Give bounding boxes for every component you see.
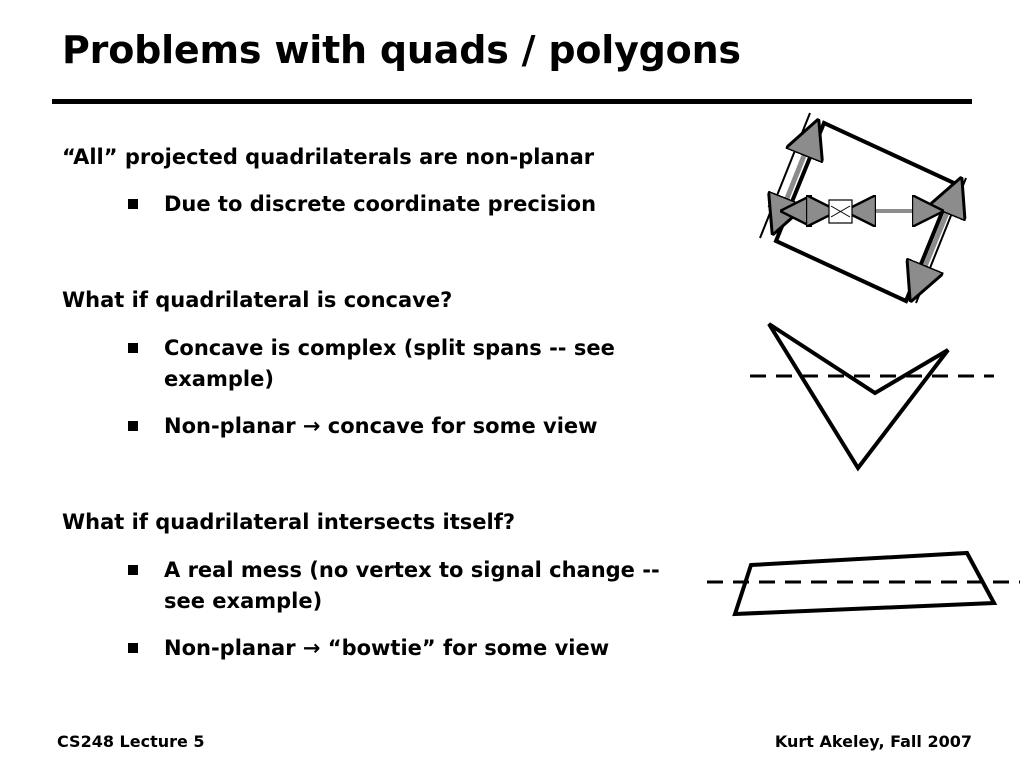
footer-lecture: CS248 Lecture 5 bbox=[57, 732, 205, 751]
precision-arrow bbox=[914, 186, 958, 293]
edge-tick bbox=[915, 177, 967, 304]
subpoint-real-mess: A real mess (no vertex to signal change … bbox=[164, 558, 660, 613]
square-bullet-icon bbox=[128, 199, 138, 209]
planar-quad-diagram bbox=[759, 112, 967, 304]
concave-quad-diagram bbox=[750, 322, 994, 472]
footer-author: Kurt Akeley, Fall 2007 bbox=[774, 732, 972, 751]
point-concave: What if quadrilateral is concave? bbox=[62, 288, 453, 312]
subpoint-concave-complex: Concave is complex (split spans -- see e… bbox=[164, 336, 615, 391]
square-bullet-icon bbox=[128, 343, 138, 353]
square-bullet-icon bbox=[128, 565, 138, 575]
square-bullet-icon bbox=[128, 643, 138, 653]
bowtie-quad bbox=[732, 550, 998, 617]
title-rule bbox=[52, 99, 972, 104]
subpoint-nonplanar-concave: Non-planar → concave for some view bbox=[164, 414, 598, 438]
subpoint-precision: Due to discrete coordinate precision bbox=[164, 192, 597, 216]
page-title: Problems with quads / polygons bbox=[62, 28, 741, 72]
point-nonplanar: “All” projected quadrilaterals are non-p… bbox=[62, 145, 595, 169]
point-self-intersect: What if quadrilateral intersects itself? bbox=[62, 510, 516, 534]
subpoint-nonplanar-bowtie: Non-planar → “bowtie” for some view bbox=[164, 636, 610, 660]
bowtie-diagram bbox=[707, 550, 1020, 617]
square-bullet-icon bbox=[128, 421, 138, 431]
concave-quad bbox=[767, 322, 950, 472]
